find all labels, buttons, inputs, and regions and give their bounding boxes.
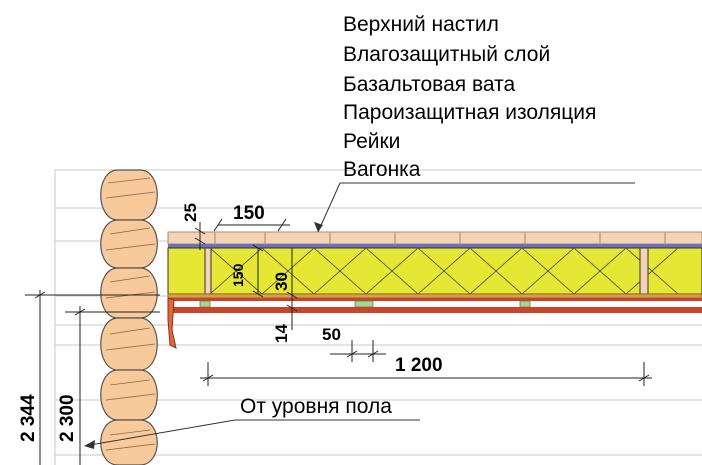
log-wall (100, 169, 158, 465)
dim-2344: 2 344 (18, 394, 39, 442)
leader-arrow (314, 222, 323, 232)
dim-150-insul: 150 (230, 263, 246, 287)
dim-25: 25 (181, 203, 200, 222)
log-grain (105, 177, 156, 451)
label-moisture: Влагозащитный слой (343, 43, 550, 66)
top-decking (167, 231, 702, 245)
label-vapor: Пароизащитная изоляция (343, 101, 596, 124)
label-leader (317, 182, 635, 233)
basalt-insulation (167, 247, 702, 295)
label-insulation: Базальтовая вата (343, 73, 515, 96)
label-battens: Рейки (343, 130, 400, 153)
label-top-decking: Верхний настил (343, 13, 499, 36)
floor-leader (89, 419, 420, 446)
dim-2300: 2 300 (57, 394, 78, 442)
layer-labels: Верхний настил Влагозащитный слой Базаль… (343, 13, 596, 181)
dim-30: 30 (272, 272, 291, 291)
floor-level-label: От уровня пола (240, 395, 392, 418)
floor-leader-arrow (84, 440, 95, 449)
label-lining: Вагонка (343, 158, 421, 181)
battens-vapor (167, 293, 702, 310)
dim-14: 14 (272, 324, 291, 343)
dim-1200: 1 200 (395, 355, 443, 376)
membrane-fringe (167, 297, 177, 349)
dim-150-top: 150 (233, 203, 265, 224)
lining-boards (168, 310, 702, 313)
moisture-membrane (168, 244, 702, 248)
dim-50: 50 (322, 325, 341, 344)
dimension-lines (25, 218, 652, 465)
